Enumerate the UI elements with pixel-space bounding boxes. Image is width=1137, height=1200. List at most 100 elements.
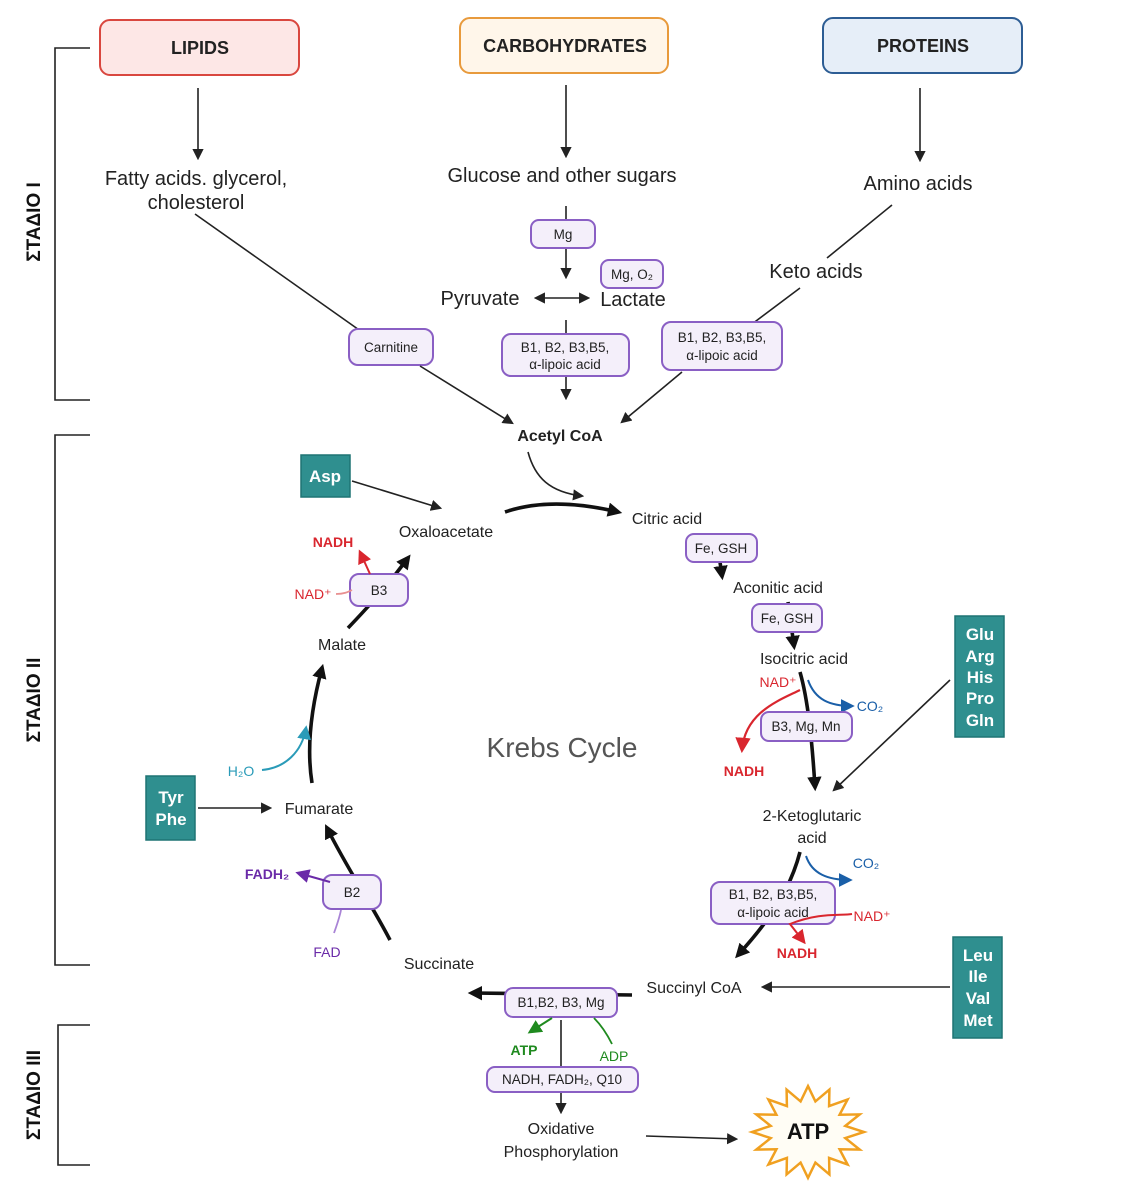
malate-label: Malate (318, 637, 366, 654)
nad-label-1: NAD⁺ (760, 674, 797, 690)
nadh-arrow-1 (735, 689, 801, 754)
adp-label: ADP (600, 1048, 629, 1064)
b3-label: B3 (371, 583, 388, 598)
leu-group-box (952, 936, 1003, 1039)
lipids-label: LIPIDS (171, 38, 229, 58)
met-label: Met (963, 1011, 993, 1030)
proteins-label: PROTEINS (877, 36, 969, 56)
keto-cofactor (661, 321, 783, 371)
succinyl-coa-label: Succinyl CoA (646, 980, 741, 997)
asp-box (300, 454, 351, 498)
amino-to-keto-line (826, 204, 893, 259)
stage1-bracket (54, 47, 90, 401)
keto-cofactor-line2: α-lipoic acid (686, 348, 758, 363)
fatty-acids-line2: cholesterol (148, 192, 245, 214)
succinyl-cofactor-label: B1,B2, B3, Mg (517, 995, 604, 1010)
ketoglutaric-line2: acid (797, 830, 826, 847)
phe-label: Phe (155, 810, 186, 829)
oxphos-line2: Phosphorylation (504, 1144, 619, 1161)
lipids-box (99, 19, 300, 76)
citric-acid-label: Citric acid (632, 511, 702, 528)
asp-label: Asp (309, 467, 341, 486)
fad-line (333, 909, 342, 934)
h2o-label: H₂O (228, 763, 255, 779)
akgdh-cofactor-line1: B1, B2, B3,B5, (729, 887, 818, 902)
isocitric-acid-label: Isocitric acid (760, 651, 848, 668)
carnitine-to-acetyl-arrow (419, 365, 514, 425)
mg-cofactor (530, 219, 596, 249)
krebs-cycle-title: Krebs Cycle (487, 732, 638, 763)
acetyl-coa-label: Acetyl CoA (517, 428, 603, 445)
akgdh-cofactor-line2: α-lipoic acid (737, 905, 809, 920)
mg-cofactor-label: Mg (554, 227, 573, 242)
co2-arrow-1 (807, 679, 855, 713)
pyruvate-label: Pyruvate (441, 288, 520, 310)
lactate-label: Lactate (600, 289, 666, 311)
tyr-label: Tyr (158, 788, 184, 807)
b2-label: B2 (344, 885, 361, 900)
atp-starburst (747, 1083, 869, 1181)
succinyl-cofactor (504, 987, 618, 1018)
mg-o2-label: Mg, O₂ (611, 267, 653, 282)
b3-mg-mn-label: B3, Mg, Mn (771, 719, 840, 734)
fe-gsh-cofactor-2 (751, 603, 823, 633)
electron-carriers-label: NADH, FADH₂, Q10 (502, 1072, 622, 1087)
gln-label: Gln (966, 711, 994, 730)
stage2-bracket (54, 434, 90, 966)
b3-mg-mn-cofactor (760, 711, 853, 742)
fad-label: FAD (313, 944, 340, 960)
nad-line-3 (335, 589, 353, 595)
glucose-label: Glucose and other sugars (447, 165, 676, 187)
adp-line (593, 1017, 613, 1045)
fatty-acids-line1: Fatty acids. glycerol, (105, 168, 287, 190)
ile-label: Ile (969, 967, 988, 986)
val-label: Val (966, 989, 991, 1008)
carbohydrates-box (459, 17, 669, 74)
pdh-cofactor (501, 333, 630, 377)
glu-label: Glu (966, 625, 994, 644)
carbohydrates-label: CARBOHYDRATES (483, 36, 647, 56)
stage2-label: ΣΤΑΔΙΟ ΙΙ (24, 658, 45, 743)
mg-o2-cofactor (600, 259, 664, 289)
electron-carriers-box (486, 1066, 639, 1093)
asp-arrow (351, 480, 443, 511)
oxphos-line1: Oxidative (528, 1121, 595, 1138)
fadh2-label: FADH₂ (245, 866, 289, 882)
co2-arrow-2 (805, 855, 853, 887)
glu-group-arrow (832, 679, 951, 792)
atp-arrow (527, 1017, 553, 1034)
fadh2-arrow (295, 869, 331, 883)
ketoglutaric-line1: 2-Ketoglutaric (763, 808, 862, 825)
nad-label-3: NAD⁺ (295, 586, 332, 602)
keto-cofactor-line1: B1, B2, B3,B5, (678, 330, 767, 345)
tyr-group-box (145, 775, 196, 841)
keto-acids-label: Keto acids (769, 261, 862, 283)
atp-big-label: ATP (787, 1119, 829, 1144)
leu-label: Leu (963, 946, 993, 965)
glu-group-box (954, 615, 1005, 738)
co2-label-1: CO₂ (857, 698, 883, 714)
pro-label: Pro (966, 689, 994, 708)
atp-small-label: ATP (511, 1042, 538, 1058)
amino-acids-label: Amino acids (864, 173, 973, 195)
carnitine-cofactor (348, 328, 434, 366)
fe-gsh-label-1: Fe, GSH (695, 541, 748, 556)
aconitic-acid-label: Aconitic acid (733, 580, 823, 597)
proteins-box (822, 17, 1023, 74)
arg-label: Arg (965, 647, 994, 666)
pdh-cofactor-line2: α-lipoic acid (529, 357, 601, 372)
fe-gsh-cofactor-1 (685, 533, 758, 563)
akgdh-cofactor (710, 881, 836, 925)
h2o-arrow (261, 725, 312, 771)
keto-to-cofactor-line (751, 287, 801, 325)
acetyl-into-cycle-arrow (527, 451, 585, 501)
oxaloacetate-label: Oxaloacetate (399, 524, 493, 541)
nadh-arrow-3 (358, 549, 372, 575)
pdh-cofactor-line1: B1, B2, B3,B5, (521, 340, 610, 355)
nadh-arrow-2 (788, 913, 853, 945)
fatty-to-carnitine-line (194, 213, 363, 333)
carnitine-label: Carnitine (364, 340, 418, 355)
oxaloacetate-to-citric-arrow (504, 502, 623, 517)
fumarate-label: Fumarate (285, 801, 354, 818)
